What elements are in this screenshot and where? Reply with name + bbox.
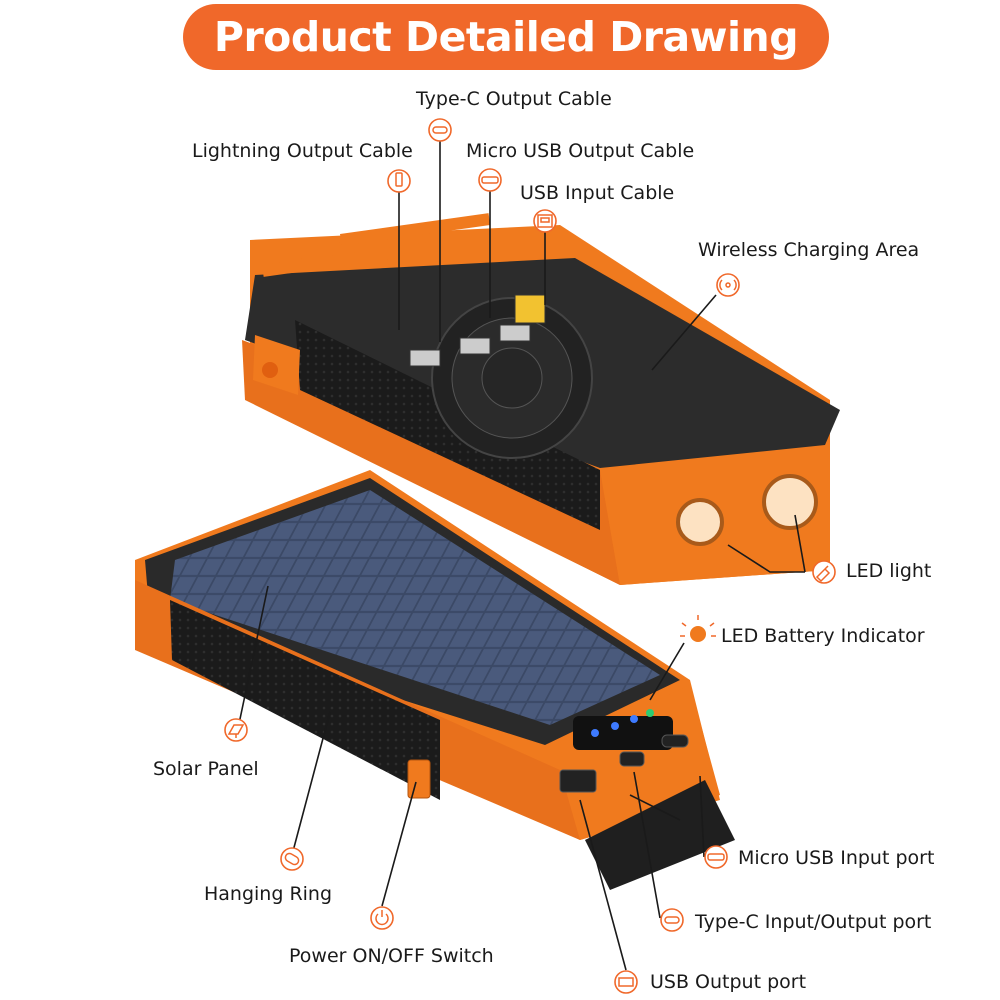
usb-output-port-label: USB Output port	[650, 971, 807, 993]
solar-panel-icon	[224, 718, 248, 742]
leader-lines	[235, 141, 806, 971]
lightning-cable-icon	[387, 169, 411, 193]
lower-power-bank	[135, 470, 735, 890]
wireless-icon	[716, 273, 740, 297]
battery-indicator-icon	[680, 615, 716, 642]
micro-usb-cable-icon	[478, 168, 502, 192]
power-switch-label: Power ON/OFF Switch	[289, 945, 494, 967]
wireless-charging-area-label: Wireless Charging Area	[698, 239, 920, 261]
hanging-ring-icon	[280, 847, 304, 871]
led-light-label: LED light	[846, 560, 932, 582]
type-c-port-icon	[660, 908, 684, 932]
lightning-output-cable-label: Lightning Output Cable	[192, 140, 413, 162]
usb-input-cable-label: USB Input Cable	[520, 182, 675, 204]
upper-power-bank	[242, 213, 840, 585]
usb-port-icon	[614, 970, 638, 994]
led-lamp-left	[676, 498, 724, 546]
hanging-ring-label: Hanging Ring	[204, 883, 333, 905]
micro-usb-port-icon	[704, 845, 728, 869]
flashlight-icon	[812, 560, 836, 584]
battery-indicator-panel	[573, 716, 673, 750]
type-c-output-cable-label: Type-C Output Cable	[416, 88, 612, 110]
led-lamp-right	[762, 474, 818, 530]
type-c-io-port-label: Type-C Input/Output port	[695, 911, 932, 933]
solar-cells	[170, 490, 660, 725]
solar-panel-label: Solar Panel	[153, 758, 259, 780]
page-title: Product Detailed Drawing	[213, 13, 799, 61]
power-icon	[370, 906, 394, 930]
usb-input-cable-icon	[533, 209, 557, 233]
type-c-cable-icon	[428, 118, 452, 142]
led-battery-indicator-label: LED Battery Indicator	[721, 625, 925, 647]
micro-usb-input-port-label: Micro USB Input port	[738, 847, 935, 869]
micro-usb-output-cable-label: Micro USB Output Cable	[466, 140, 695, 162]
title-banner: Product Detailed Drawing	[183, 4, 829, 70]
